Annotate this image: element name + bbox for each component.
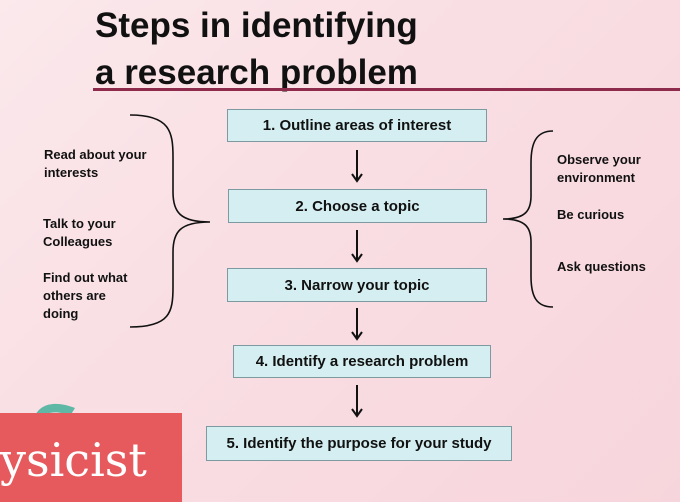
watermark-banner: [0, 413, 182, 502]
right-brace-icon: [502, 130, 554, 308]
right-note-curious: Be curious: [557, 207, 625, 222]
arrow-down-icon: [351, 385, 363, 418]
title-line-2: a research problem: [95, 53, 418, 92]
step-4-box: 4. Identify a research problem: [233, 345, 491, 378]
left-note-talk: Talk to your Colleagues: [43, 216, 116, 249]
left-brace-icon: [129, 114, 211, 328]
step-5-box: 5. Identify the purpose for your study: [206, 426, 512, 461]
page-title: Steps in identifying a research problem: [95, 2, 418, 96]
watermark-text: ysicist: [0, 433, 147, 487]
title-underline: [93, 88, 680, 91]
arrow-down-icon: [351, 308, 363, 341]
step-2-box: 2. Choose a topic: [228, 189, 487, 223]
arrow-down-icon: [351, 230, 363, 263]
title-line-1: Steps in identifying: [95, 6, 418, 45]
step-3-box: 3. Narrow your topic: [227, 268, 487, 302]
right-note-ask: Ask questions: [557, 259, 646, 274]
right-note-observe: Observe your environment: [557, 152, 641, 185]
arrow-down-icon: [351, 150, 363, 183]
left-note-find: Find out what others are doing: [43, 270, 128, 321]
left-note-read: Read about your interests: [44, 147, 147, 180]
step-1-box: 1. Outline areas of interest: [227, 109, 487, 142]
